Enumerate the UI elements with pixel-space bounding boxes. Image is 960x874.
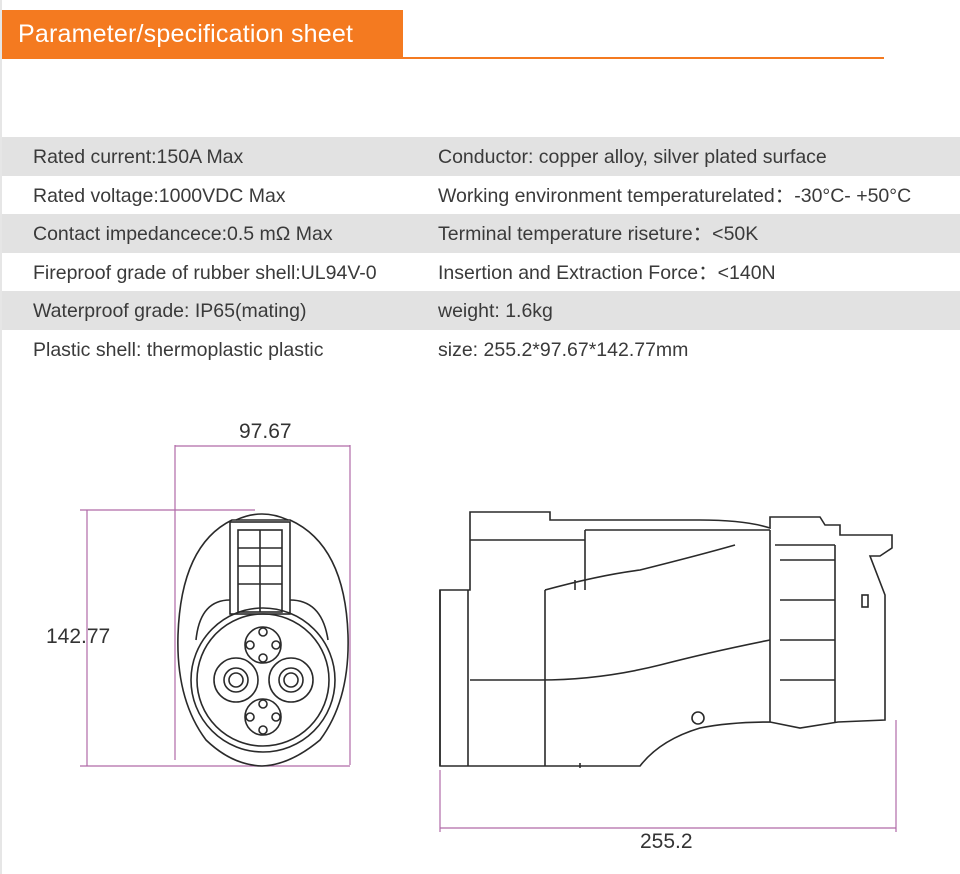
front-width-dimension: 97.67 (239, 420, 292, 443)
spec-left-cell: Fireproof grade of rubber shell:UL94V-0 (33, 261, 377, 284)
side-length-dimension: 255.2 (640, 830, 693, 853)
spec-row: Rated voltage:1000VDC Max Working enviro… (2, 176, 960, 215)
spec-table: Rated current:150A Max Conductor: copper… (2, 137, 960, 368)
spec-right-cell: size: 255.2*97.67*142.77mm (438, 338, 689, 361)
side-dimension-lines (439, 720, 897, 832)
page-edge-rule (0, 0, 2, 874)
spec-left-cell: Rated current:150A Max (33, 146, 244, 168)
spec-right-cell: weight: 1.6kg (438, 300, 553, 322)
front-view-connector (177, 513, 349, 767)
section-title: Parameter/specification sheet (2, 10, 403, 58)
spec-right-cell: Conductor: copper alloy, silver plated s… (438, 146, 827, 168)
spec-left-cell: Contact impedancece:0.5 mΩ Max (33, 223, 333, 245)
front-dimension-lines (80, 445, 351, 767)
side-view-connector (439, 511, 893, 768)
front-height-dimension: 142.77 (46, 625, 111, 648)
spec-row: Rated current:150A Max Conductor: copper… (2, 137, 960, 176)
spec-right-cell: Working environment temperaturelated：-30… (438, 184, 912, 207)
title-underline (2, 57, 884, 59)
spec-left-cell: Waterproof grade: IP65(mating) (33, 300, 307, 322)
spec-row: Plastic shell: thermoplastic plastic siz… (2, 330, 960, 369)
spec-row: Fireproof grade of rubber shell:UL94V-0 … (2, 253, 960, 292)
spec-row: Contact impedancece:0.5 mΩ Max Terminal … (2, 214, 960, 253)
spec-row: Waterproof grade: IP65(mating) weight: 1… (2, 291, 960, 330)
spec-left-cell: Rated voltage:1000VDC Max (33, 184, 286, 207)
spec-right-cell: Terminal temperature riseture：<50K (438, 223, 759, 245)
spec-right-cell: Insertion and Extraction Force：<140N (438, 261, 776, 284)
spec-left-cell: Plastic shell: thermoplastic plastic (33, 338, 324, 361)
